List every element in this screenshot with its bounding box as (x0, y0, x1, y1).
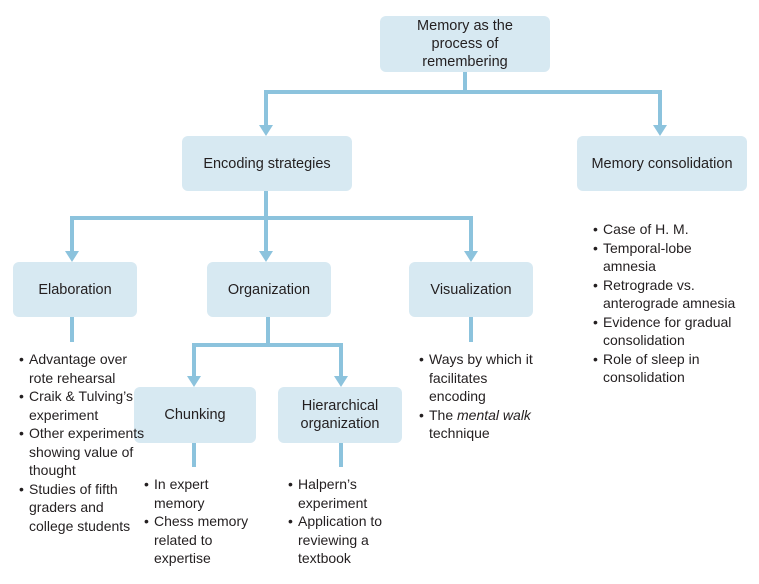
list-item: Studies of fifth graders and college stu… (19, 480, 145, 536)
arrow-head (259, 125, 273, 136)
list-item-text: Studies of fifth graders and college stu… (29, 480, 131, 534)
visualization-list: Ways by which it facilitates encoding Th… (419, 350, 537, 443)
list-item: Craik & Tulving’s experiment (19, 387, 145, 424)
arrow-head (653, 125, 667, 136)
list-item-text: technique (429, 425, 490, 441)
list-item: Ways by which it facilitates encoding (419, 350, 537, 406)
consolidation-list: Case of H. M. Temporal-lobe amnesia Retr… (593, 220, 743, 387)
encoding-strategies-node: Encoding strategies (182, 136, 352, 191)
list-item: Application to reviewing a textbook (288, 512, 400, 568)
arrow-head (334, 376, 348, 387)
list-item: Retrograde vs. anterograde amnesia (593, 276, 743, 313)
hierarchical-organization-node: Hierarchical organization (278, 387, 402, 443)
list-item: Case of H. M. (593, 220, 743, 239)
list-item: Advantage over rote rehearsal (19, 350, 145, 387)
chunking-list: In expert memory Chess memory related to… (144, 475, 262, 568)
arrow-head (187, 376, 201, 387)
organization-node: Organization (207, 262, 331, 317)
list-item: The mental walk technique (419, 406, 537, 443)
arrow-head (464, 251, 478, 262)
arrow-head (259, 251, 273, 262)
list-item: Evidence for gradual consolidation (593, 313, 743, 350)
list-item: Role of sleep in consolidation (593, 350, 743, 387)
elaboration-node: Elaboration (13, 262, 137, 317)
elaboration-list: Advantage over rote rehearsal Craik & Tu… (19, 350, 145, 535)
list-item-text: The (429, 406, 458, 423)
chunking-node: Chunking (134, 387, 256, 443)
hierarchical-list: Halpern’s experiment Application to revi… (288, 475, 400, 568)
list-item: Halpern’s experiment (288, 475, 400, 512)
visualization-node: Visualization (409, 262, 533, 317)
list-item-emphasis: mental walk (457, 406, 531, 423)
root-node: Memory as the process of remembering (380, 16, 550, 72)
list-item: Temporal-lobe amnesia (593, 239, 743, 276)
list-item: Chess memory related to expertise (144, 512, 262, 568)
arrow-head (65, 251, 79, 262)
memory-consolidation-node: Memory consolidation (577, 136, 747, 191)
list-item: Other experiments showing value of thoug… (19, 424, 145, 480)
list-item: In expert memory (144, 475, 262, 512)
